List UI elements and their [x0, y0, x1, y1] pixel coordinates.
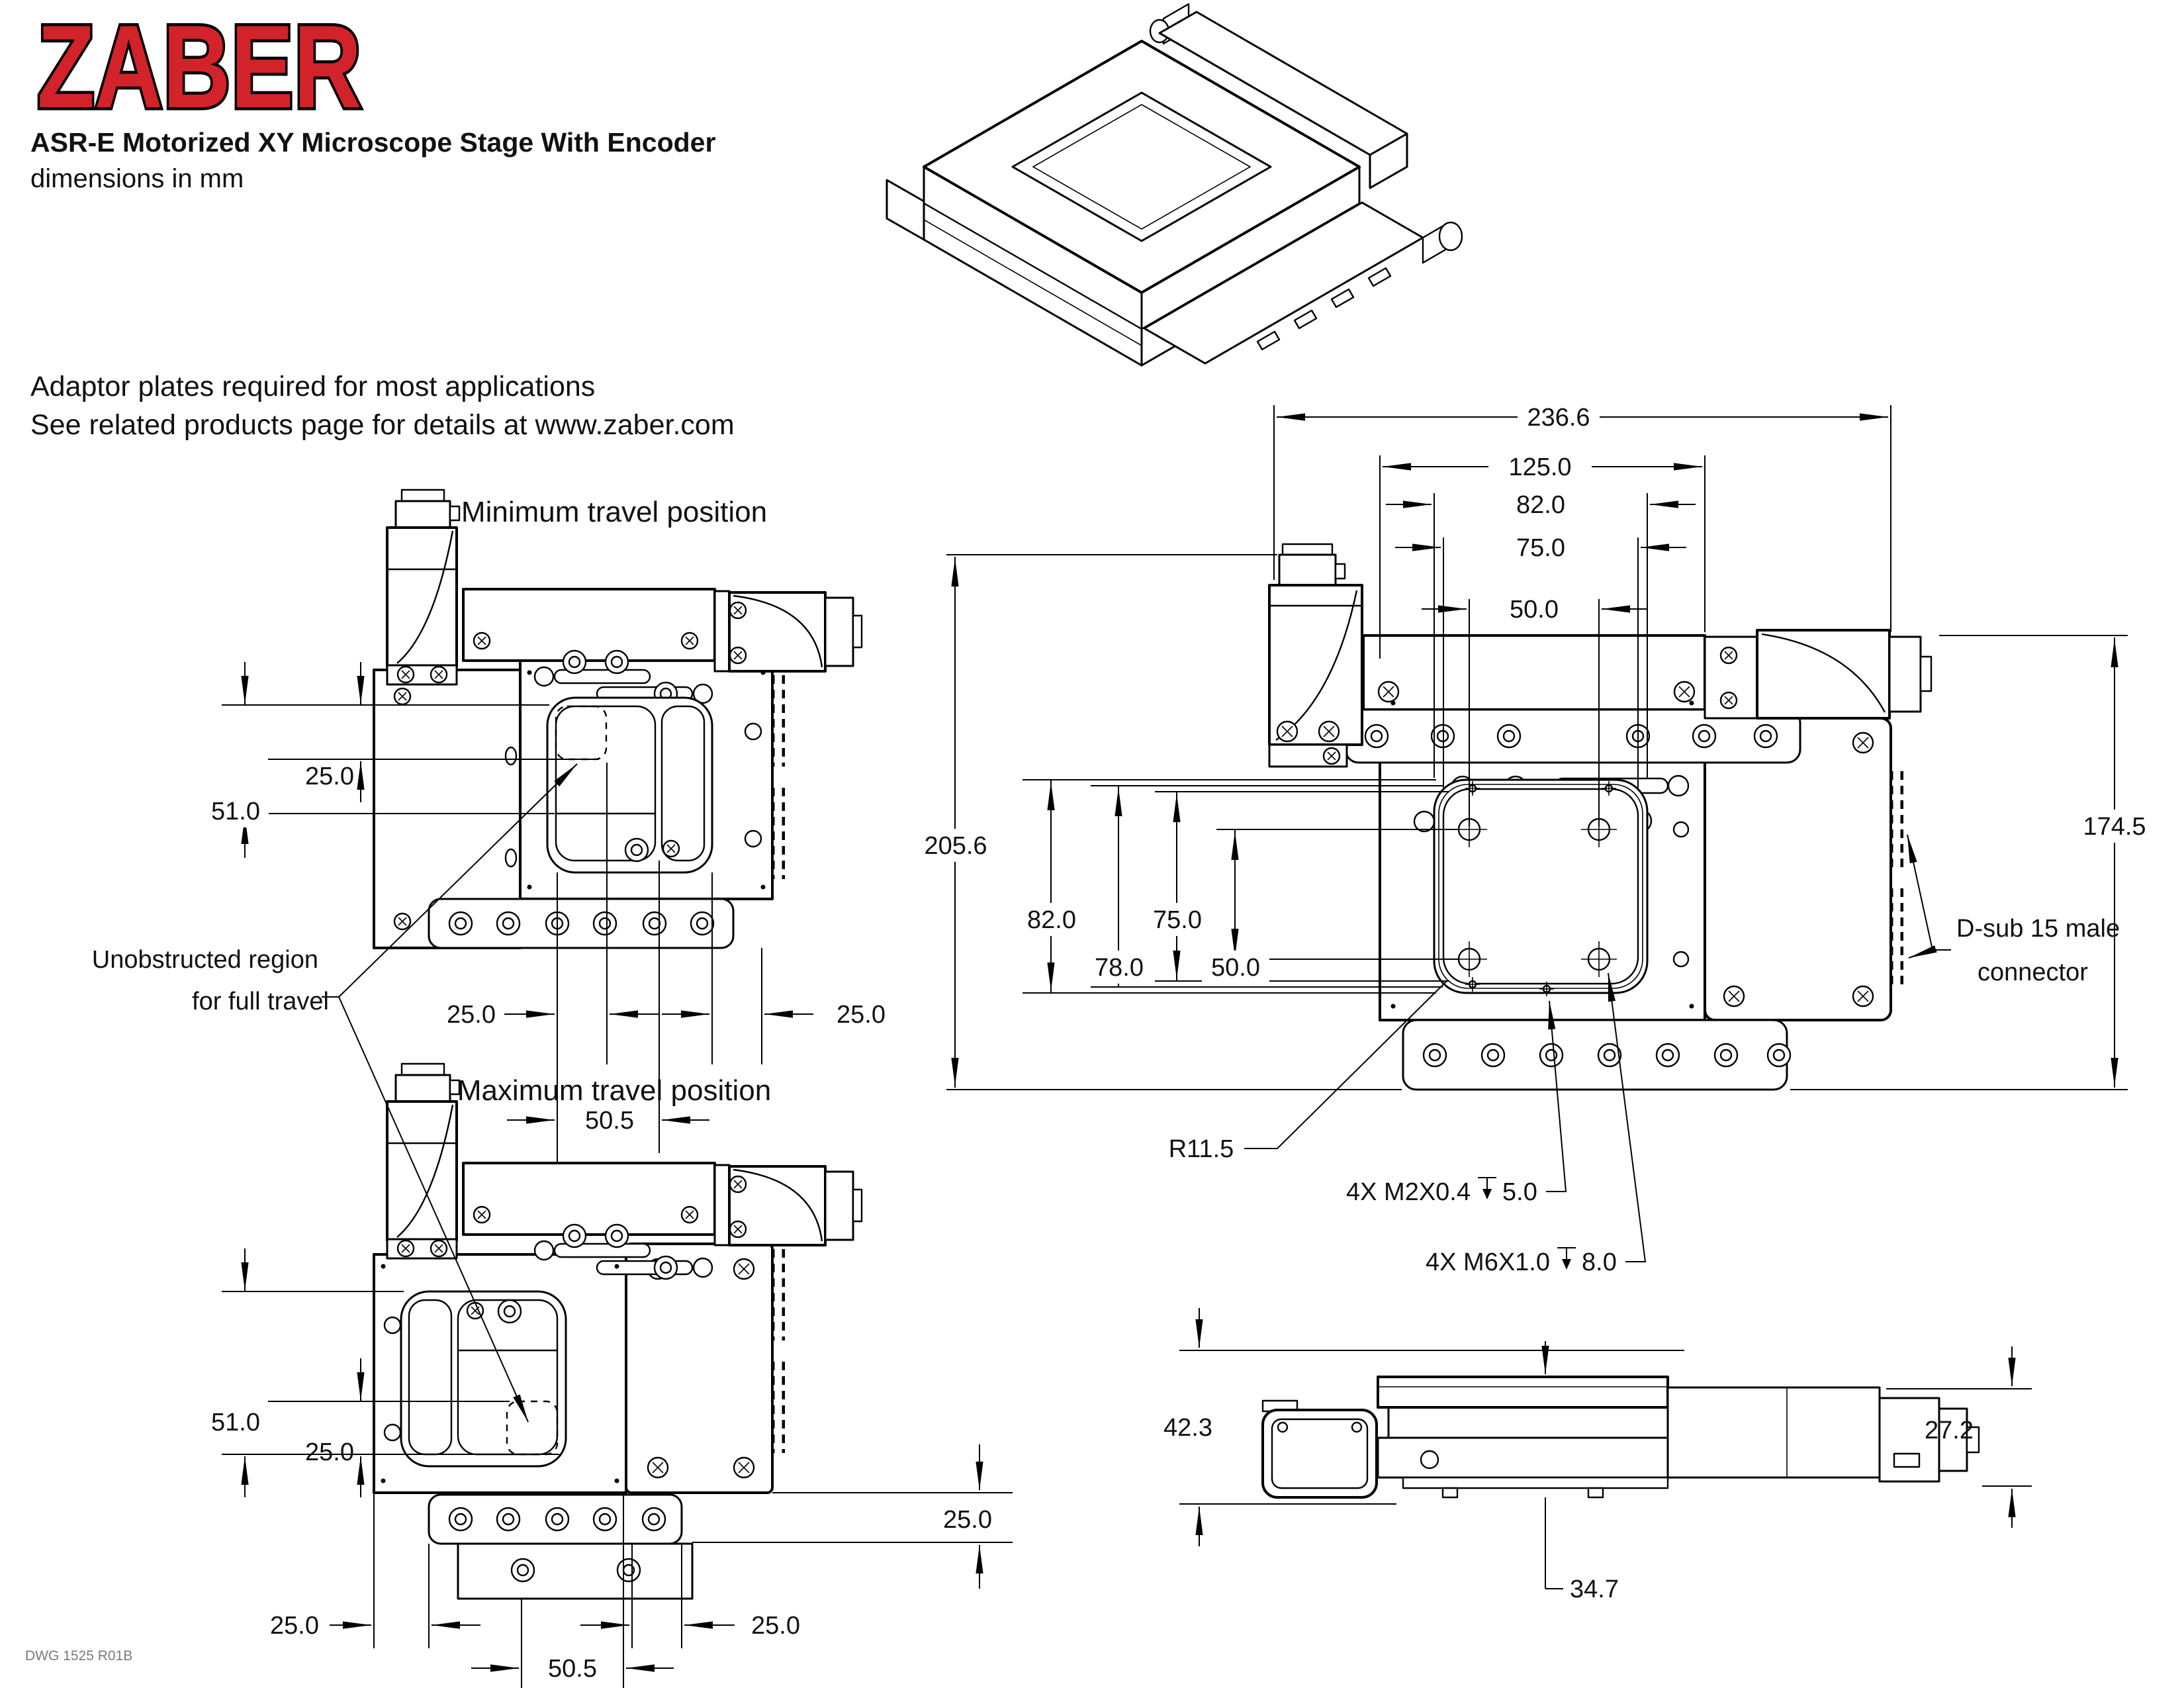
- min-dim-25-upper: 25.0: [305, 763, 354, 790]
- zaber-logo: ZABER: [34, 9, 364, 128]
- callout-dsub-line2: connector: [1978, 959, 2088, 986]
- note-line-2: See related products page for details at…: [30, 409, 735, 441]
- plan-dim-75-left: 75.0: [1153, 906, 1202, 934]
- plan-view-callouts: R11.5 4X M2X0.4 5.0 4X M6X1.0 8.0: [1169, 834, 2120, 1276]
- plan-dim-50-top: 50.0: [1510, 596, 1559, 624]
- drawing-title: ASR-E Motorized XY Microscope Stage With…: [30, 127, 716, 158]
- min-travel-dimensions: 25.0 51.0 25.0 25.0 50.5: [203, 662, 886, 1197]
- max-unobstructed-region: [506, 1400, 559, 1456]
- plan-dim-50-left: 50.0: [1211, 954, 1260, 982]
- max-dim-25-bottom-left: 25.0: [270, 1612, 319, 1640]
- plan-view: [1268, 543, 1933, 1091]
- isometric-view: [886, 3, 1463, 367]
- max-dim-51: 51.0: [211, 1409, 260, 1436]
- depth-symbol-m6: [1557, 1247, 1576, 1270]
- depth-symbol-m2: [1478, 1177, 1496, 1199]
- max-view-title: Maximum travel position: [457, 1074, 771, 1107]
- side-dim-42-3: 42.3: [1163, 1414, 1212, 1442]
- max-dim-50-5: 50.5: [548, 1655, 597, 1683]
- max-travel-view: Maximum travel position: [373, 1062, 863, 1600]
- side-dim-27-2: 27.2: [1925, 1417, 1974, 1444]
- min-dim-51: 51.0: [211, 798, 260, 825]
- min-view-title: Minimum travel position: [461, 496, 767, 528]
- max-dim-25-right: 25.0: [943, 1506, 992, 1534]
- unobstructed-label-line1: Unobstructed region: [92, 946, 318, 974]
- logo-text: ZABER: [37, 9, 361, 128]
- unobstructed-region-callout: Unobstructed region for full travel: [92, 763, 578, 1423]
- side-dim-34-7: 34.7: [1570, 1575, 1619, 1603]
- min-dim-25-bottom-right: 25.0: [837, 1001, 886, 1029]
- callout-radius: R11.5: [1169, 1135, 1234, 1163]
- plan-dim-125: 125.0: [1508, 453, 1571, 481]
- plan-dim-236-6: 236.6: [1527, 404, 1590, 432]
- callout-m2: 4X M2X0.4: [1346, 1178, 1471, 1206]
- callout-m2-depth: 5.0: [1502, 1178, 1537, 1206]
- min-unobstructed-region: [555, 705, 608, 761]
- plan-dim-174-5: 174.5: [2083, 813, 2146, 841]
- side-view: [1261, 1376, 1980, 1499]
- max-dim-25-left: 25.0: [305, 1438, 354, 1466]
- min-dim-25-bottom-left: 25.0: [447, 1001, 496, 1029]
- dwg-number: DWG 1525 R01B: [25, 1648, 133, 1664]
- min-dim-50-5: 50.5: [585, 1107, 634, 1135]
- plan-dim-205-6: 205.6: [924, 832, 987, 860]
- callout-m6: 4X M6X1.0: [1426, 1248, 1550, 1276]
- max-dim-25-bottom-right: 25.0: [751, 1612, 800, 1640]
- drawing-subtitle: dimensions in mm: [30, 164, 244, 193]
- plan-dim-78-left: 78.0: [1095, 954, 1144, 982]
- plan-dim-82-top: 82.0: [1516, 491, 1565, 519]
- unobstructed-label-line2: for full travel: [192, 988, 329, 1015]
- plan-view-dimensions: 236.6 125.0 82.0 75.0 50.0 205.6: [912, 404, 2159, 1090]
- plan-dim-75-top: 75.0: [1516, 534, 1565, 562]
- max-travel-dimensions: 51.0 25.0 25.0 25.0 25.0 50.5: [203, 1248, 1013, 1688]
- side-view-dimensions: 42.3 27.2 34.7: [1163, 1308, 2032, 1603]
- min-travel-view: Minimum travel position: [373, 489, 863, 949]
- note-line-1: Adaptor plates required for most applica…: [30, 371, 596, 402]
- plan-dim-82-left: 82.0: [1027, 906, 1076, 934]
- callout-dsub-line1: D-sub 15 male: [1956, 915, 2120, 943]
- callout-m6-depth: 8.0: [1582, 1248, 1617, 1276]
